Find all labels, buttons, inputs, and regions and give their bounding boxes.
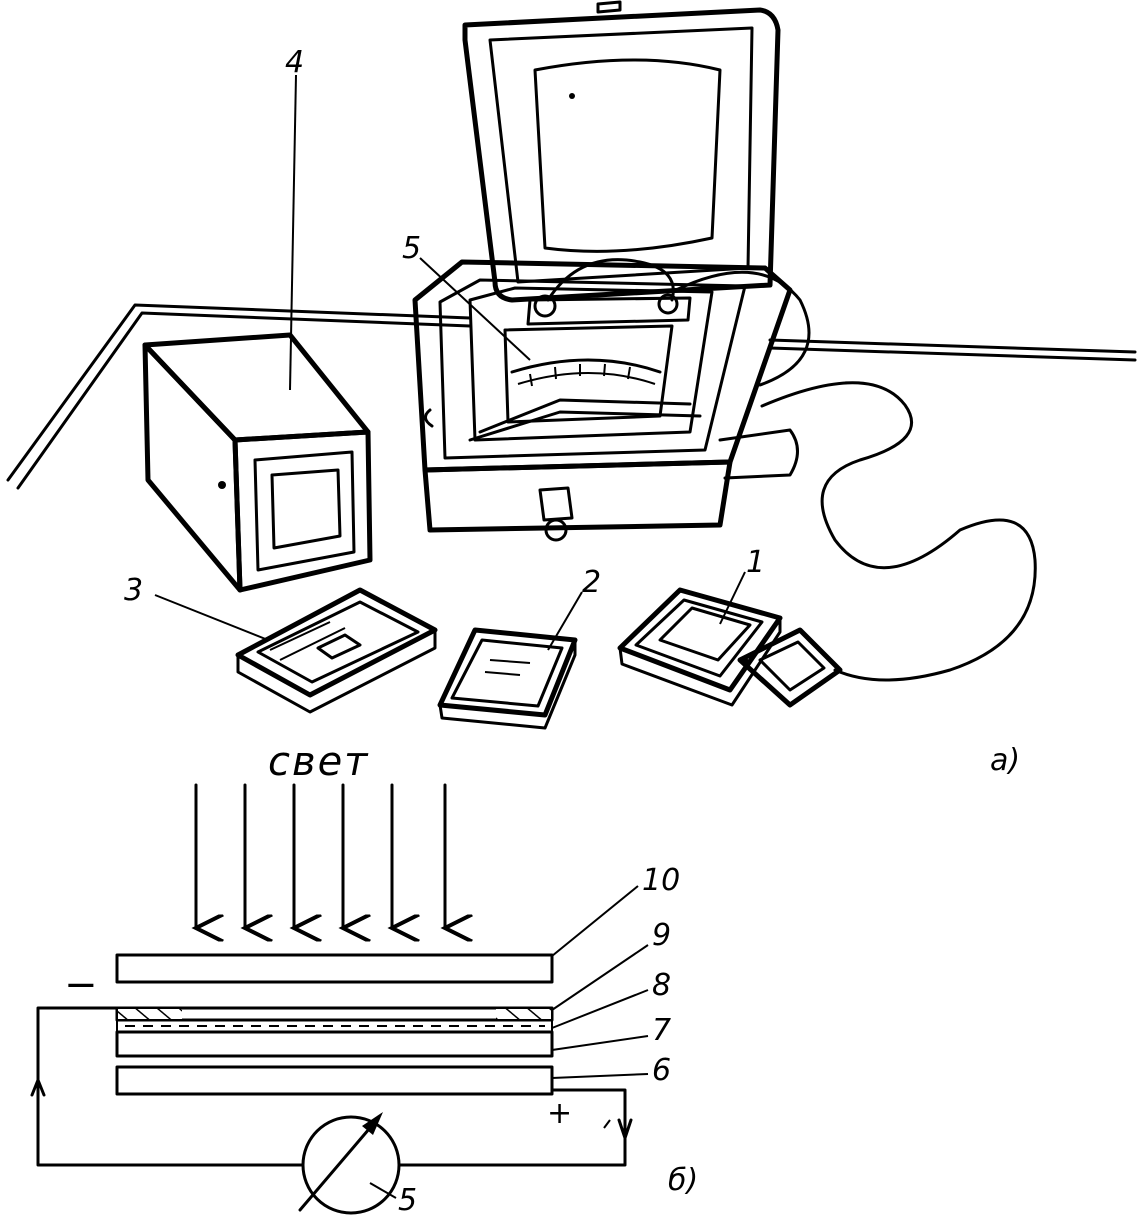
callout-label-10: 10 — [642, 863, 680, 898]
photocell-probe — [617, 587, 843, 708]
layer-6-base-plate — [115, 1065, 554, 1096]
layer-8-transparent-film — [116, 1019, 553, 1033]
callout-leaders-b — [369, 885, 649, 1199]
part-b-label: б) — [668, 1163, 698, 1198]
callout-label-3: 3 — [124, 573, 143, 608]
cross-section-schematic: свет — [30, 739, 698, 1218]
cassette-open — [235, 587, 438, 714]
callout-label-1: 1 — [746, 545, 765, 580]
plus-sign: + — [547, 1096, 572, 1131]
cassette-closed — [437, 627, 578, 730]
callout-label-6: 6 — [652, 1053, 671, 1088]
connection-wires — [546, 258, 1037, 682]
layer-9-top-electrode — [115, 1006, 554, 1022]
light-tight-box — [142, 332, 373, 593]
layer-10-glass — [115, 953, 554, 984]
minus-sign: − — [64, 962, 100, 1008]
callout-leaders-a — [154, 74, 746, 651]
callout-label-5: 5 — [402, 231, 421, 266]
galvanometer-symbol — [298, 1112, 401, 1215]
light-label: свет — [268, 739, 369, 785]
callout-label-7: 7 — [652, 1013, 671, 1048]
callout-label-4: 4 — [285, 45, 304, 80]
case-body — [412, 259, 799, 542]
callout-label-8: 8 — [652, 968, 671, 1003]
callout-label-2: 2 — [582, 565, 601, 600]
callout-label-9: 9 — [652, 918, 671, 953]
table-edge — [6, 303, 1137, 490]
light-arrows — [196, 783, 445, 928]
case-lid — [462, 0, 781, 303]
apparatus-illustration: 1 2 3 4 5 а) — [6, 0, 1137, 778]
part-a-label: а) — [990, 743, 1020, 778]
external-circuit — [30, 1006, 633, 1167]
meter-callout-label: 5 — [398, 1183, 417, 1218]
layer-7-semiconductor — [115, 1030, 554, 1058]
